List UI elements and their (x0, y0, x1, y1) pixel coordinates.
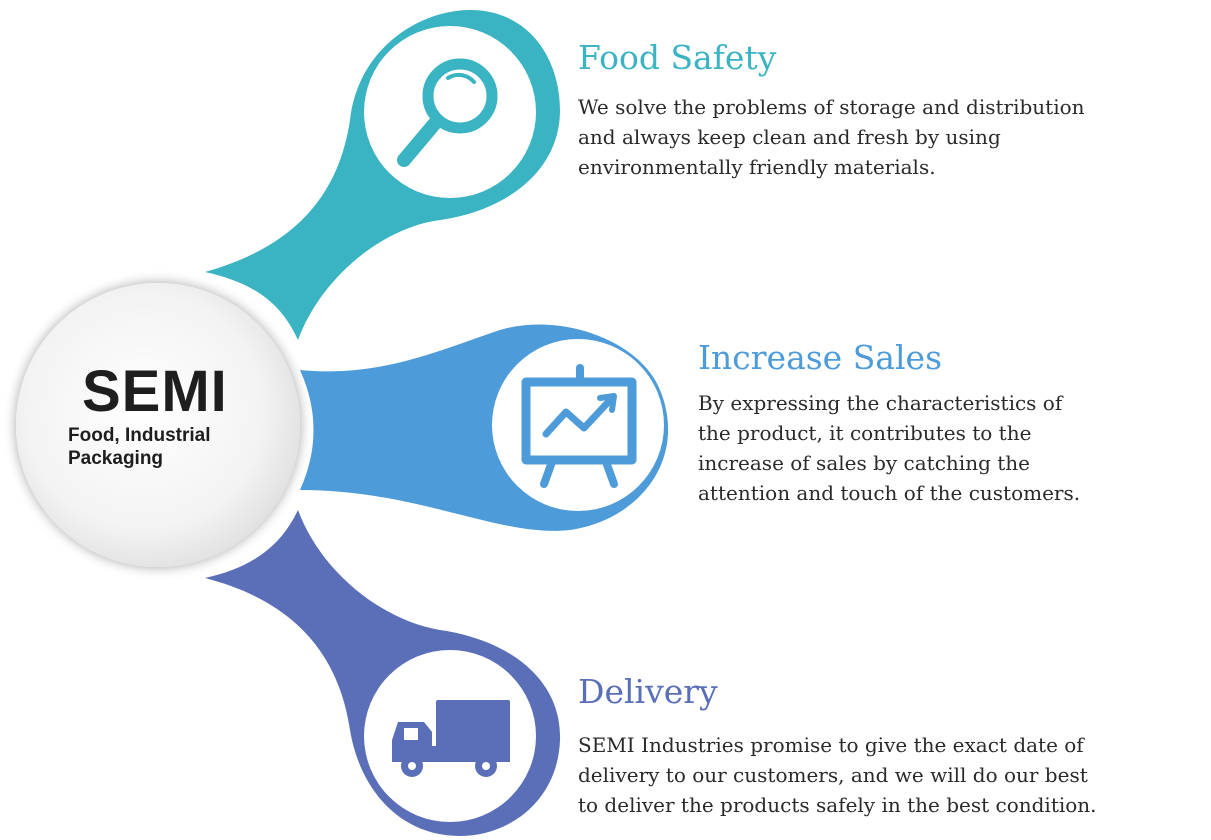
increase-sales-line-3: increase of sales by catching the (698, 451, 1030, 475)
delivery-title: Delivery (578, 672, 718, 711)
delivery-block: Delivery SEMI Industries promise to give… (578, 672, 1208, 820)
hub-subtitle-line2: Packaging (68, 448, 164, 469)
magnifier-icon (397, 58, 498, 167)
hub-circle (16, 283, 300, 567)
truck-icon (392, 700, 510, 777)
food-safety-block: Food Safety We solve the problems of sto… (578, 38, 1198, 182)
increase-sales-line-2: the product, it contributes to the (698, 421, 1032, 445)
hub-label: SEMI Food, Industrial Packaging (60, 360, 280, 470)
food-safety-line-3: environmentally friendly materials. (578, 155, 936, 179)
increase-sales-line-4: attention and touch of the customers. (698, 481, 1081, 505)
delivery-line-1: SEMI Industries promise to give the exac… (578, 733, 1084, 757)
delivery-line-3: to deliver the products safely in the be… (578, 793, 1097, 817)
increase-sales-title: Increase Sales (698, 338, 943, 377)
increase-sales-block: Increase Sales By expressing the charact… (698, 338, 1198, 508)
delivery-line-2: delivery to our customers, and we will d… (578, 763, 1088, 787)
food-safety-line-2: and always keep clean and fresh by using (578, 125, 1001, 149)
food-safety-icon-circle (364, 26, 536, 198)
chart-presentation-icon (521, 364, 637, 488)
food-safety-title: Food Safety (578, 38, 777, 77)
hub-subtitle-line1: Food, Industrial (68, 425, 211, 446)
hub-title: SEMI (82, 359, 228, 424)
food-safety-line-1: We solve the problems of storage and dis… (578, 95, 1085, 119)
increase-sales-line-1: By expressing the characteristics of (698, 391, 1063, 415)
